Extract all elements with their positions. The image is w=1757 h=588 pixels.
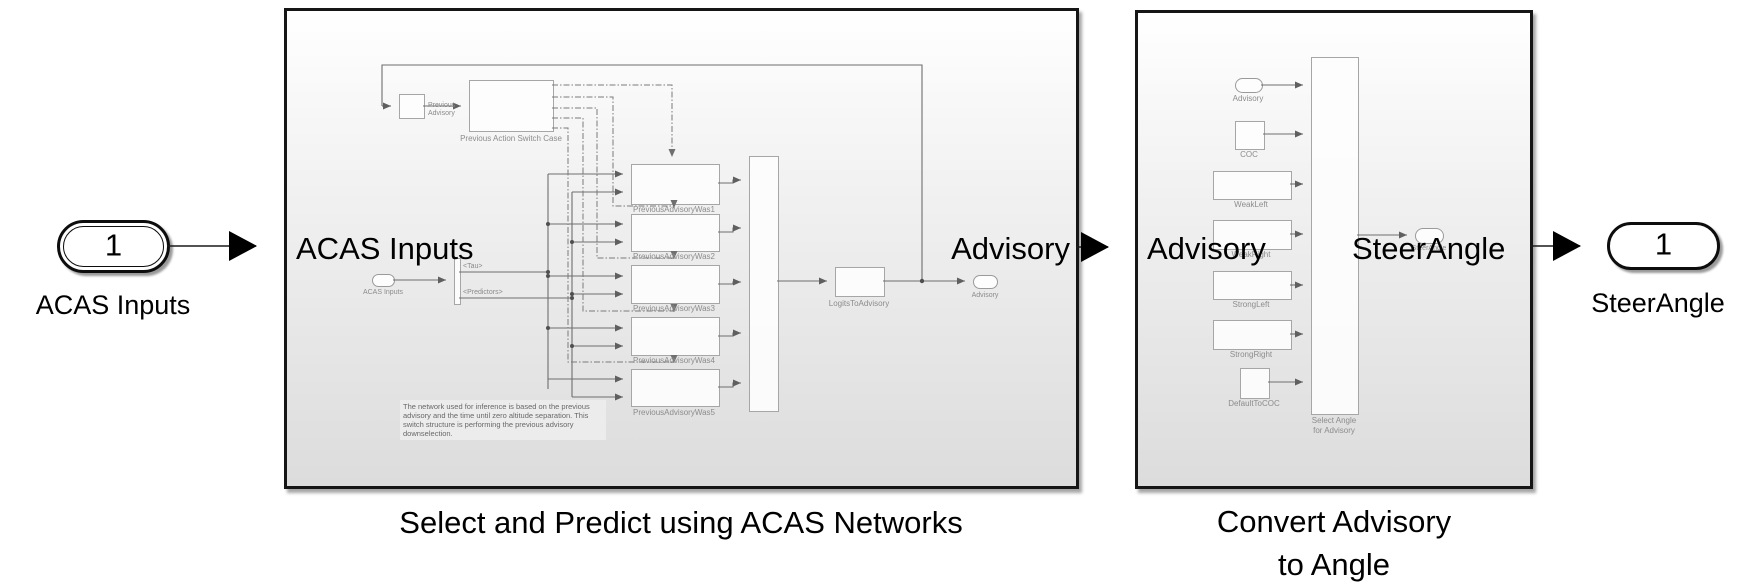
strongright-block[interactable] xyxy=(1213,320,1292,350)
network-block-4[interactable] xyxy=(631,317,720,356)
network-block-1[interactable] xyxy=(631,164,720,205)
coc-label: COC xyxy=(1240,150,1258,159)
outport-number: 1 xyxy=(1654,226,1673,262)
steerangle-inner-outport[interactable] xyxy=(1415,228,1444,244)
predict-subsystem-title: Select and Predict using ACAS Networks xyxy=(399,505,963,540)
advisory-inner-inport[interactable] xyxy=(1235,78,1263,93)
predict-outport-label: Advisory xyxy=(951,231,1070,266)
predict-inport-label: ACAS Inputs xyxy=(296,231,474,266)
strongleft-label: StrongLeft xyxy=(1232,300,1270,309)
logits-to-advisory-block[interactable] xyxy=(835,267,885,297)
defaulttococ-label: DefaultToCOC xyxy=(1228,399,1280,408)
network-block-5[interactable] xyxy=(631,369,720,407)
previous-action-switch-case-block[interactable] xyxy=(469,80,554,132)
select-angle-block[interactable] xyxy=(1311,57,1359,415)
weakright-label: WeakRight xyxy=(1231,250,1271,259)
inport-number: 1 xyxy=(104,227,123,263)
network-block-4-label: PreviousAdvisoryWas4 xyxy=(633,356,715,365)
strongleft-block[interactable] xyxy=(1213,271,1292,300)
advisory-inner-inport-label: Advisory xyxy=(1232,94,1264,103)
acas-inputs-inner-inport[interactable] xyxy=(372,274,395,287)
convert-subsystem-title: Convert Advisory to Angle xyxy=(1216,504,1452,582)
outport-block[interactable]: 1 xyxy=(1607,222,1720,270)
advisory-inner-outport-label: Advisory xyxy=(971,292,999,299)
previous-advisory-delay-label: Previous Advisory xyxy=(428,102,456,117)
network-block-5-label: PreviousAdvisoryWas5 xyxy=(633,408,715,417)
network-block-1-label: PreviousAdvisoryWas1 xyxy=(633,205,715,214)
outport-name-label: SteerAngle xyxy=(1591,288,1725,318)
coc-block[interactable] xyxy=(1235,121,1265,150)
weakleft-block[interactable] xyxy=(1213,171,1292,200)
previous-advisory-delay-block[interactable] xyxy=(399,94,425,119)
steerangle-inner-outport-label: SteerAngle xyxy=(1411,245,1447,252)
network-block-3-label: PreviousAdvisoryWas3 xyxy=(633,304,715,313)
merge-block[interactable] xyxy=(749,156,779,412)
strongright-label: StrongRight xyxy=(1229,350,1273,359)
network-block-2-label: PreviousAdvisoryWas2 xyxy=(633,252,715,261)
weakright-block[interactable] xyxy=(1213,220,1292,250)
network-block-2[interactable] xyxy=(631,214,720,252)
convert-outport-label: SteerAngle xyxy=(1352,231,1506,266)
bus-predictors-label: <Predictors> xyxy=(463,289,503,296)
convert-inport-label: Advisory xyxy=(1147,231,1266,266)
previous-action-switch-case-label: Previous Action Switch Case xyxy=(460,134,562,143)
defaulttococ-block[interactable] xyxy=(1240,368,1270,399)
select-angle-label: Select Angle for Advisory xyxy=(1311,416,1357,435)
advisory-inner-outport[interactable] xyxy=(973,275,998,289)
inport-name-label: ACAS Inputs xyxy=(35,290,191,320)
acas-inputs-inner-inport-label: ACAS Inputs xyxy=(362,289,404,296)
network-block-3[interactable] xyxy=(631,265,720,304)
switch-structure-annotation: The network used for inference is based … xyxy=(400,400,606,440)
logits-to-advisory-label: LogitsToAdvisory xyxy=(828,299,890,308)
inport-block[interactable]: 1 xyxy=(57,220,170,273)
inport-inner-ring xyxy=(63,226,164,267)
weakleft-label: WeakLeft xyxy=(1234,200,1268,209)
